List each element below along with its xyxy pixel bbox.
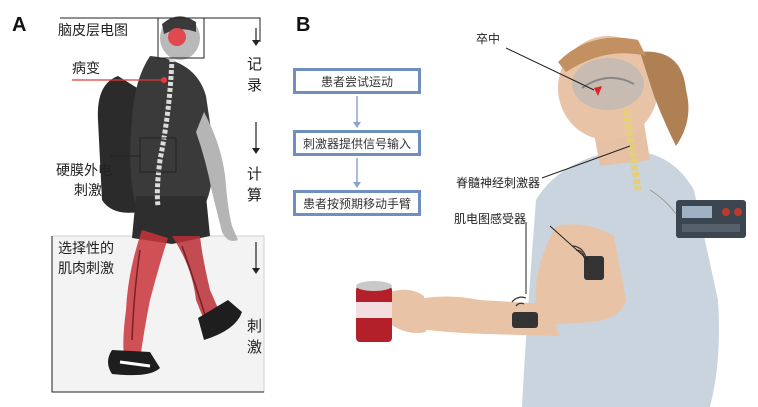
label-muscle-line2: 肌肉刺激 bbox=[58, 260, 114, 278]
label-stroke: 卒中 bbox=[476, 30, 500, 47]
panel-b-figure bbox=[290, 0, 758, 407]
label-muscle-line1: 选择性的 bbox=[58, 240, 114, 258]
stage-record: 记录 bbox=[244, 56, 265, 98]
brain-implant bbox=[168, 28, 186, 46]
label-epidural-line2: 刺激 bbox=[74, 182, 102, 200]
label-spinal-stimulator: 脊髓神经刺激器 bbox=[456, 174, 540, 191]
label-emg-sensor: 肌电图感受器 bbox=[454, 210, 526, 227]
stage-compute: 计算 bbox=[244, 166, 265, 208]
stimulator-device bbox=[676, 200, 746, 238]
stage-stimulate: 刺激 bbox=[244, 318, 265, 360]
label-eeg: 脑皮层电图 bbox=[58, 22, 128, 40]
emg-sensor-forearm bbox=[512, 312, 538, 328]
label-lesion: 病变 bbox=[72, 60, 100, 78]
hand bbox=[390, 290, 426, 333]
label-epidural-line1: 硬膜外电 bbox=[56, 162, 112, 180]
upper-arm bbox=[536, 224, 626, 326]
